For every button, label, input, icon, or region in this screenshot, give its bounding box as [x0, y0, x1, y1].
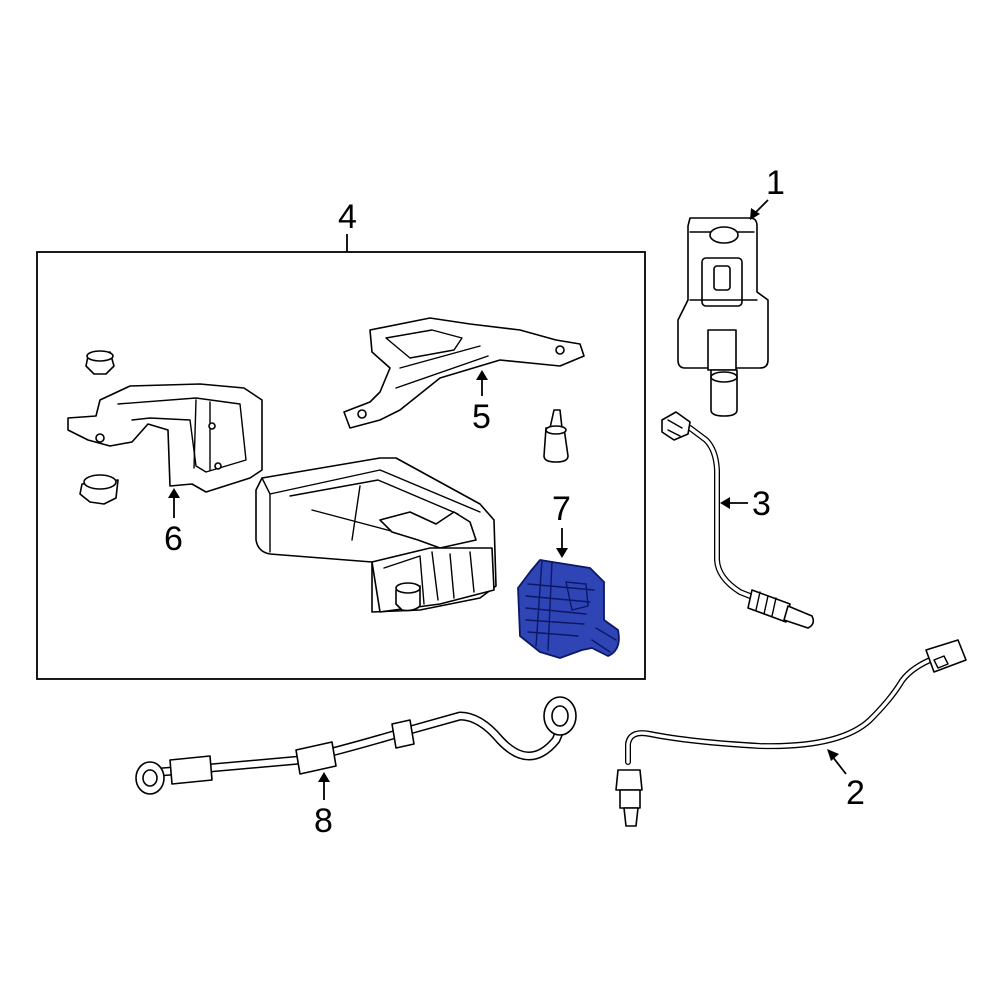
callout-number-3: 3: [752, 485, 771, 523]
callout-number-5: 5: [472, 398, 491, 436]
bolt[interactable]: [543, 409, 569, 463]
part-2-oxygen-sensor[interactable]: [615, 639, 967, 827]
callout-1: 1: [750, 164, 785, 220]
callout-number-7: 7: [552, 490, 571, 528]
callout-number-4: 4: [338, 198, 357, 236]
callout-6: 6: [164, 488, 183, 558]
callout-3: 3: [720, 485, 771, 523]
part-1-sensor-valve[interactable]: [677, 217, 769, 417]
part-6-bracket[interactable]: [67, 350, 263, 505]
callout-4: 4: [338, 198, 357, 252]
callout-8: 8: [314, 772, 333, 840]
callout-7: 7: [552, 490, 571, 558]
assembly-frame: [36, 251, 646, 680]
part-5-bracket[interactable]: [343, 317, 585, 429]
part-7-purge-valve-highlighted[interactable]: [517, 559, 620, 659]
part-3-oxygen-sensor[interactable]: [661, 411, 815, 629]
callout-number-8: 8: [314, 802, 333, 840]
part-8-vapor-hose[interactable]: [135, 696, 577, 795]
callout-5: 5: [472, 370, 491, 436]
charcoal-canister[interactable]: [255, 457, 497, 613]
callout-number-1: 1: [766, 164, 785, 202]
callout-number-6: 6: [164, 520, 183, 558]
callout-2: 2: [827, 749, 865, 812]
callout-number-2: 2: [846, 774, 865, 812]
